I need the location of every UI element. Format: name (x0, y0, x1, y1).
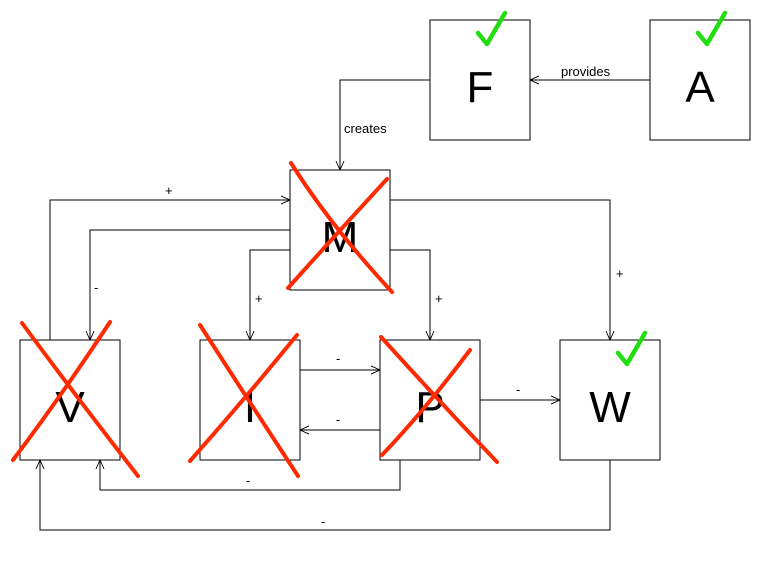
node-box (559, 339, 661, 461)
check-icon (695, 10, 728, 47)
cross-icon (379, 335, 499, 464)
edge-label-m-to-p: + (435, 291, 443, 306)
edges: provides creates + - + + + - - - - (40, 64, 650, 531)
node-w: W (559, 339, 661, 461)
node-label: V (55, 383, 85, 432)
edge-w-to-v (40, 460, 611, 531)
cross-icon (286, 161, 394, 294)
edge-label-creates: creates (344, 121, 387, 136)
edge-label-p-to-w: - (516, 382, 520, 397)
edge-label-m-to-i: + (255, 291, 263, 306)
edge-p-to-v (100, 460, 401, 491)
edge-m-to-v (90, 229, 290, 340)
edge-label-p-to-v: - (246, 473, 250, 488)
node-label: A (685, 63, 715, 112)
check-marks (475, 10, 728, 367)
edge-m-to-i (250, 249, 290, 340)
edge-m-to-p (390, 249, 430, 340)
cross-icon (11, 320, 140, 478)
cross-icon (188, 323, 300, 478)
node-v: V (19, 339, 121, 461)
edge-label-w-to-v: - (321, 514, 325, 529)
edge-label-m-to-v: - (94, 280, 98, 295)
node-f: F (429, 19, 531, 141)
edge-label-p-to-i: - (336, 412, 340, 427)
edge-m-to-w (390, 199, 610, 340)
node-label: M (322, 213, 359, 262)
check-icon (475, 10, 508, 47)
node-label: W (589, 383, 631, 432)
node-a: A (649, 19, 751, 141)
node-box (649, 19, 751, 141)
cross-marks (11, 161, 499, 478)
edge-f-to-m (340, 79, 430, 170)
node-box (429, 19, 531, 141)
check-icon (615, 330, 648, 367)
edge-label-m-to-w: + (616, 266, 624, 281)
node-box (19, 339, 121, 461)
edge-v-to-m (49, 200, 290, 340)
node-label: F (467, 63, 494, 112)
edge-label-i-to-p: - (336, 351, 340, 366)
edge-label-provides: provides (561, 64, 611, 79)
edge-label-v-to-m: + (165, 183, 173, 198)
